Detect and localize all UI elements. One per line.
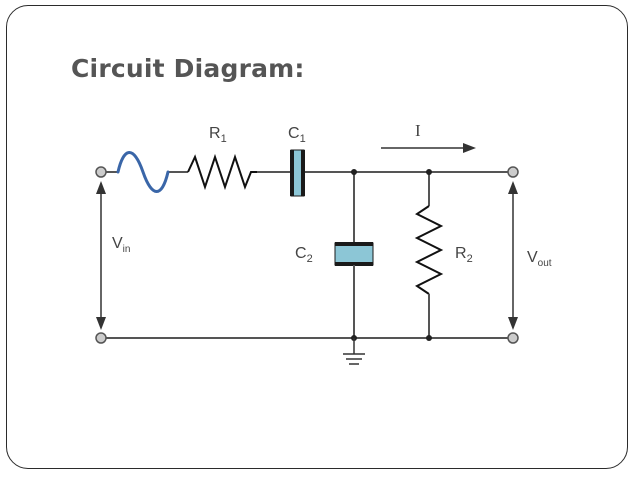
label-c2: C2 xyxy=(295,245,313,265)
vout-arrow xyxy=(508,181,518,330)
terminal-in-top xyxy=(95,166,107,178)
terminal-out-bottom xyxy=(507,332,519,344)
terminal-in-bottom xyxy=(95,332,107,344)
label-r2: R2 xyxy=(455,245,473,265)
c2-branch xyxy=(334,172,374,338)
resistor-r1 xyxy=(187,153,257,191)
slide-frame xyxy=(6,5,628,469)
capacitor-c1 xyxy=(290,149,305,197)
r2-branch xyxy=(414,172,444,338)
ac-sine-source-icon xyxy=(116,151,170,193)
label-current: I xyxy=(415,121,421,140)
terminal-out-top xyxy=(507,166,519,178)
label-r1: R1 xyxy=(209,125,227,145)
ground-icon xyxy=(343,338,365,365)
label-c1: C1 xyxy=(288,125,306,145)
arrow-right-icon xyxy=(381,143,476,153)
terminals xyxy=(95,166,519,344)
label-vin: Vin xyxy=(112,235,130,255)
vin-arrow xyxy=(96,181,106,330)
slide-title: Circuit Diagram: xyxy=(71,54,305,83)
label-vout: Vout xyxy=(527,249,552,269)
